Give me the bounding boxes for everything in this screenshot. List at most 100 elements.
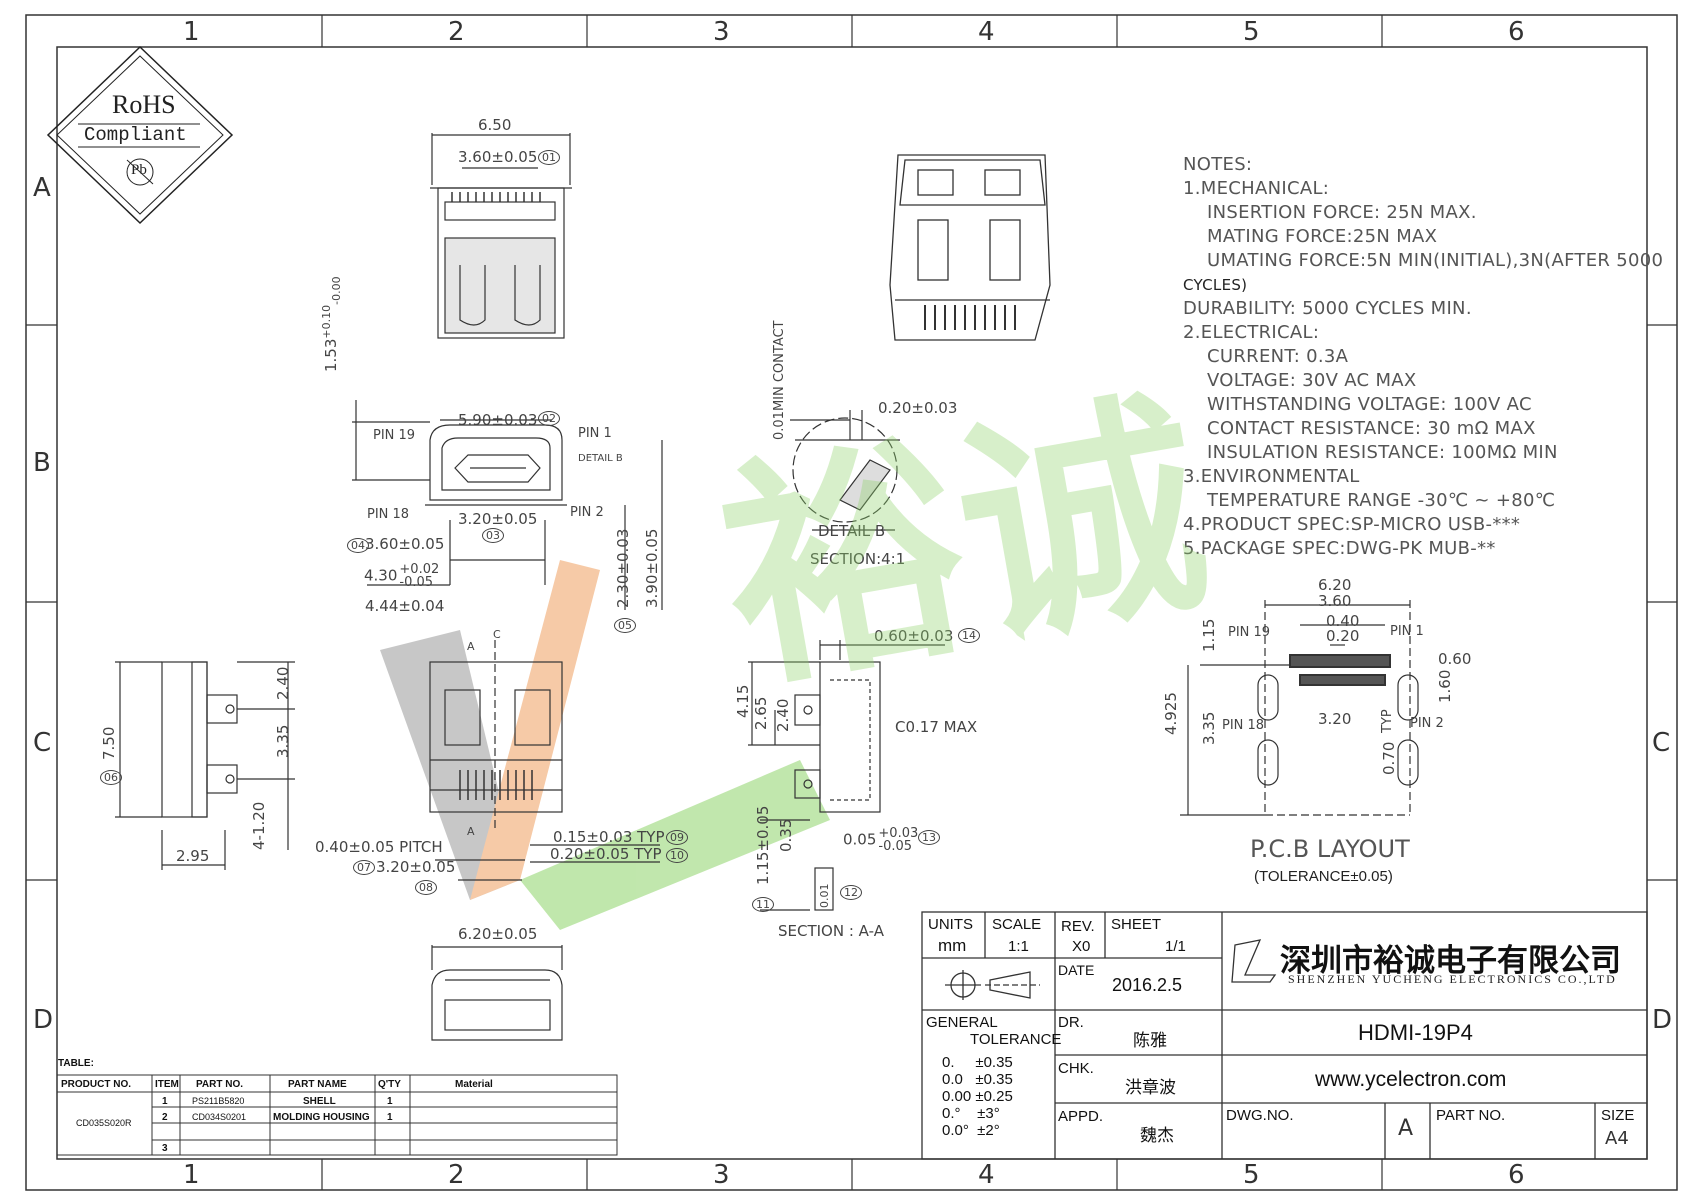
dim-p-160: 1.60 — [1436, 669, 1454, 703]
zone-col-2-top: 2 — [448, 17, 465, 47]
zone-row-d-left: D — [33, 1005, 54, 1035]
zone-col-5-bottom: 5 — [1243, 1160, 1260, 1190]
bom-row2-item: 2 — [162, 1112, 168, 1123]
zone-row-b-left: B — [33, 448, 51, 478]
dim-c-335: 3.35 — [274, 724, 292, 758]
dim-b-430-val: 4.30 — [364, 566, 398, 585]
dim-b-153-lo: -0.00 — [330, 276, 343, 305]
tb-tol-2: 0.00 ±0.25 — [942, 1088, 1013, 1105]
bom-product-no: CD035S020R — [76, 1118, 132, 1128]
dim-s-005-up: +0.03 — [878, 826, 919, 841]
note-line: 5.PACKAGE SPEC:DWG-PK MUB-** — [1183, 538, 1496, 559]
note-line: DURABILITY: 5000 CYCLES MIN. — [1183, 298, 1472, 319]
dim-c-015: 0.15±0.03 TYP — [553, 828, 665, 846]
zone-col-4-top: 4 — [978, 17, 995, 47]
callout-13: 13 — [918, 830, 940, 845]
zone-col-1-top: 1 — [183, 17, 200, 47]
isometric-view-drawing — [889, 154, 1051, 341]
bom-row1-name: SHELL — [303, 1096, 336, 1107]
zone-col-6-top: 6 — [1508, 17, 1525, 47]
bom-header-item: ITEM — [155, 1079, 179, 1090]
note-line: VOLTAGE: 30V AC MAX — [1207, 370, 1417, 391]
tb-rev: X0 — [1072, 938, 1091, 955]
zone-col-3-top: 3 — [713, 17, 730, 47]
callout-10: 10 — [666, 848, 688, 863]
bom-row1-item: 1 — [162, 1096, 168, 1107]
tb-tol-0: 0. ±0.35 — [942, 1054, 1013, 1071]
zone-col-6-bottom: 6 — [1508, 1160, 1525, 1190]
tb-date-label: DATE — [1058, 962, 1095, 978]
side-view-drawing — [115, 661, 295, 870]
bom-row1-part: PS211B5820 — [192, 1096, 245, 1106]
rohs-pb: Pb — [131, 162, 147, 178]
dim-b-360: 3.60±0.05 — [365, 535, 445, 553]
dim-b-153: 1.53+0.10-0.00 — [320, 276, 343, 372]
callout-06: 06 — [100, 770, 122, 785]
rohs-title: RoHS — [112, 90, 176, 119]
label-pin18-front: PIN 18 — [367, 507, 410, 522]
tb-size: A4 — [1605, 1128, 1629, 1149]
tb-company-cn: 深圳市裕诚电子有限公司 — [1280, 943, 1621, 979]
dim-s-005-val: 0.05 — [843, 830, 877, 849]
tb-sheet: 1/1 — [1165, 938, 1186, 955]
dim-p-060: 0.60 — [1438, 650, 1472, 668]
label-pcb-pin1: PIN 1 — [1390, 624, 1424, 639]
bom-row3-item: 3 — [162, 1143, 168, 1154]
dim-c-750: 7.50 — [100, 726, 118, 760]
dim-p-620: 6.20 — [1318, 576, 1352, 594]
tb-units-label: UNITS — [928, 916, 973, 933]
label-section-a-bottom: A — [467, 825, 475, 838]
tb-dr: 陈雅 — [1133, 1031, 1167, 1050]
pcb-layout-drawing — [1180, 600, 1419, 816]
dim-s-005-lo: -0.05 — [878, 839, 913, 854]
note-line: CONTACT RESISTANCE: 30 mΩ MAX — [1207, 418, 1536, 439]
note-line: TEMPERATURE RANGE -30℃ ~ +80℃ — [1207, 490, 1556, 511]
tb-tol-4: 0.0° ±2° — [942, 1122, 1000, 1139]
callout-05: 05 — [614, 618, 636, 633]
callout-11: 11 — [752, 897, 774, 912]
label-detail-scale: SECTION:4:1 — [810, 550, 906, 568]
tb-tol-1: 0.0 ±0.35 — [942, 1071, 1013, 1088]
dim-b-430: 4.30+0.02-0.05 — [364, 563, 439, 589]
dim-c-320: 3.20±0.05 — [376, 858, 456, 876]
tb-date: 2016.2.5 — [1112, 975, 1183, 995]
note-line: 4.PRODUCT SPEC:SP-MICRO USB-*** — [1183, 514, 1521, 535]
bom-header-partname: PART NAME — [288, 1079, 347, 1090]
tb-rev-label: REV. — [1061, 918, 1095, 935]
section-aa-drawing — [748, 640, 945, 911]
note-line: 2.ELECTRICAL: — [1183, 322, 1320, 343]
label-section-a-top: A — [467, 640, 475, 653]
dim-p-320: 3.20 — [1318, 710, 1352, 728]
tb-dwg-rev: A — [1398, 1116, 1414, 1141]
dim-s-c017: C0.17 MAX — [895, 718, 978, 736]
label-detail-b-front: DETAIL B — [578, 453, 623, 464]
dim-b-430-tol: +0.02-0.05 — [399, 563, 439, 589]
dim-det-020: 0.20±0.03 — [878, 399, 958, 417]
tb-dr-label: DR. — [1058, 1014, 1084, 1031]
bom-label: TABLE: — [58, 1058, 94, 1069]
tb-part-title: HDMI-19P4 — [1358, 1020, 1473, 1045]
zone-col-4-bottom: 4 — [978, 1160, 995, 1190]
dim-b-153-val: 1.53 — [322, 338, 340, 372]
bom-row2-qty: 1 — [387, 1112, 393, 1123]
note-line: WITHSTANDING VOLTAGE: 100V AC — [1207, 394, 1532, 415]
dim-b-153-up: +0.10 — [320, 304, 333, 339]
dim-p-360: 3.60 — [1318, 592, 1352, 610]
zone-col-2-bottom: 2 — [448, 1160, 465, 1190]
tb-partno-label: PART NO. — [1436, 1107, 1506, 1124]
front-view-drawing — [352, 400, 663, 610]
pcb-layout-title: P.C.B LAYOUT — [1250, 835, 1410, 863]
dim-p-typ: TYP — [1380, 709, 1395, 733]
rohs-compliant: Compliant — [84, 124, 187, 146]
dim-top-360: 3.60±0.05 — [458, 148, 538, 166]
zone-grid — [26, 15, 1677, 1190]
pcb-layout-tolerance: (TOLERANCE±0.05) — [1254, 868, 1393, 885]
dim-b-430-up: +0.02 — [399, 562, 440, 577]
note-line: UMATING FORCE:5N MIN(INITIAL),3N(AFTER 5… — [1207, 250, 1664, 271]
bom-row2-part: CD034S0201 — [192, 1112, 247, 1122]
zone-row-c-left: C — [33, 728, 52, 758]
dim-p-335: 3.35 — [1200, 711, 1218, 745]
dim-b-320: 3.20±0.05 — [458, 510, 538, 528]
dim-c-pitch: 0.40±0.05 PITCH — [315, 838, 443, 856]
note-line: INSERTION FORCE: 25N MAX. — [1207, 202, 1477, 223]
